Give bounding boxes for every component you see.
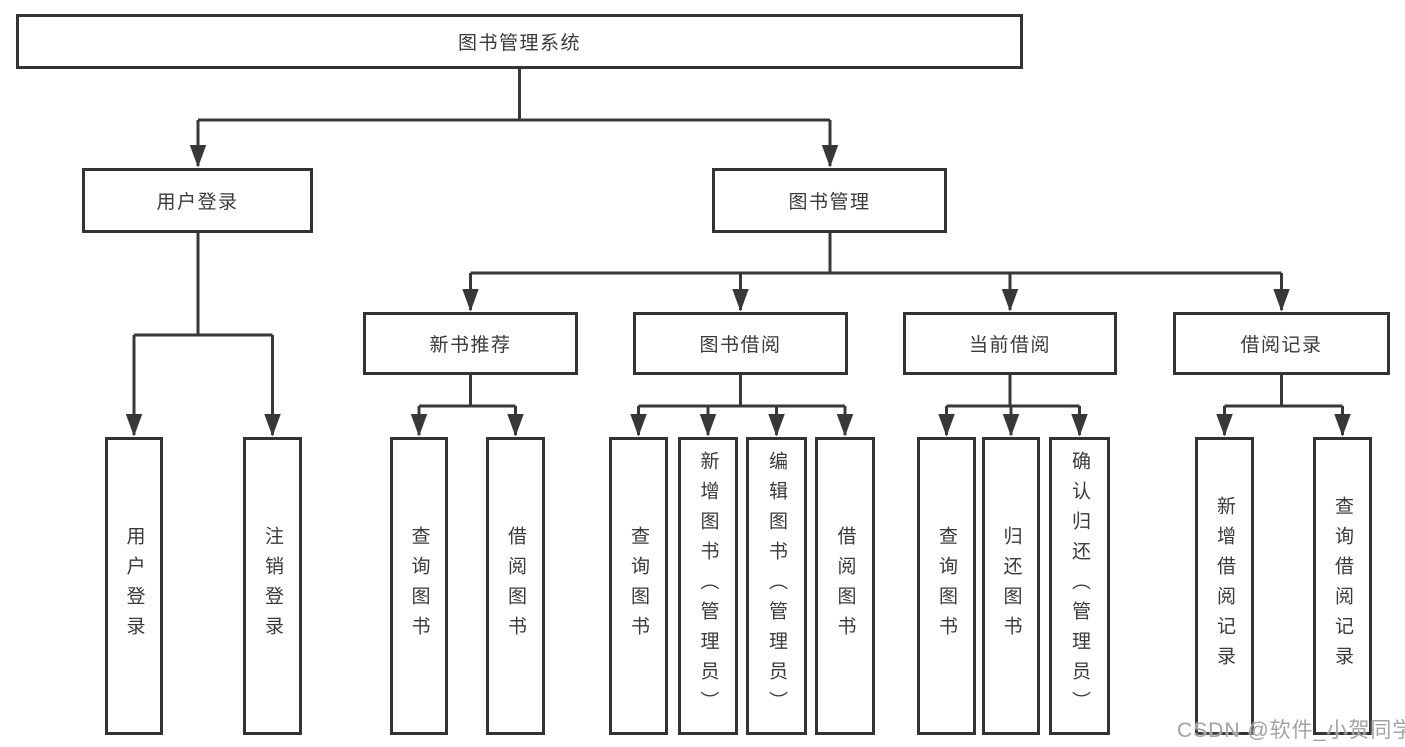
connector-new-book-branch [410, 375, 524, 437]
leaf-edit-books-admin: 编辑图书（管理员） [746, 437, 807, 735]
node-book-borrowing: 图书借阅 [633, 312, 848, 375]
node-library-system: 图书管理系统 [16, 14, 1023, 69]
leaf-return-books: 归还图书 [982, 437, 1040, 735]
leaf-borrow-books-recommend: 借阅图书 [486, 437, 545, 735]
leaf-query-borrow-record: 查询借阅记录 [1313, 437, 1372, 735]
connector-user-login-branch [125, 233, 281, 437]
connector-borrow-record-branch [1216, 375, 1351, 437]
leaf-logout: 注销登录 [243, 437, 302, 735]
node-book-management: 图书管理 [712, 168, 947, 233]
csdn-watermark: CSDN @软件_小贺同学 [1177, 719, 1405, 742]
node-user-login-group: 用户登录 [82, 168, 313, 233]
node-new-book-recommend: 新书推荐 [363, 312, 578, 375]
connector-current-borrow-branch [938, 375, 1088, 437]
leaf-borrow-books-borrowing: 借阅图书 [815, 437, 875, 735]
leaf-query-books-borrowing: 查询图书 [609, 437, 668, 735]
leaf-user-login: 用户登录 [105, 437, 163, 735]
connector-root-branch [189, 69, 839, 168]
connector-book-mgmt-branch [462, 233, 1290, 312]
connector-book-borrow-branch [630, 375, 854, 437]
leaf-add-books-admin: 新增图书（管理员） [678, 437, 738, 735]
leaf-add-borrow-record: 新增借阅记录 [1195, 437, 1254, 735]
leaf-query-books-recommend: 查询图书 [390, 437, 448, 735]
node-current-borrowing: 当前借阅 [903, 312, 1117, 375]
leaf-confirm-return-admin: 确认归还（管理员） [1049, 437, 1110, 735]
leaf-query-books-current: 查询图书 [917, 437, 976, 735]
node-borrowing-records: 借阅记录 [1173, 312, 1390, 375]
